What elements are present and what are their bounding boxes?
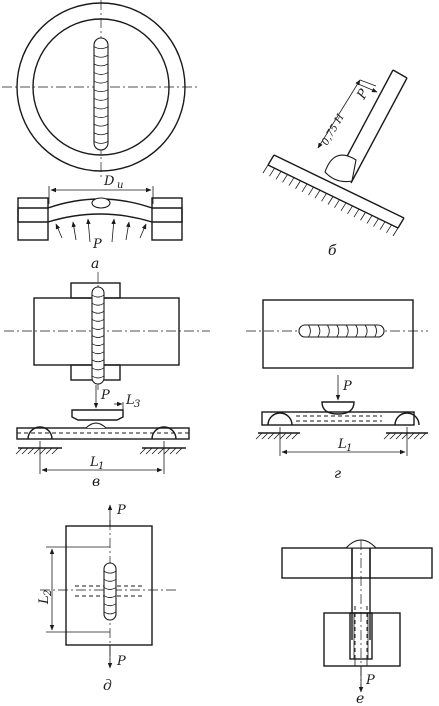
panel-e-bolt-stud: [351, 540, 371, 690]
panel-v-weld-bead: [91, 286, 105, 385]
panel-v-side-view: P L 3 L 1: [15, 385, 190, 474]
panel-d-l2-subscript: 2: [43, 590, 54, 597]
panel-g-side-view: P L 1: [255, 375, 428, 456]
panel-a-force-label: P: [92, 237, 102, 252]
panel-g-weld-bead: [298, 324, 385, 338]
panel-v-caption: в: [92, 474, 100, 490]
panel-v-support-hatching: [15, 447, 183, 455]
panel-d-top-force-label: P: [116, 503, 126, 518]
panel-b-inclined-plate: [262, 154, 405, 237]
panel-b-force-label: P: [354, 87, 372, 103]
panel-a-ring-plan-view: [2, 0, 200, 178]
panel-a-diameter-label: D: [103, 174, 115, 189]
panel-g-plan-view: [246, 299, 428, 369]
panel-v-l3-subscript: 3: [134, 399, 140, 410]
panel-d-weld-bead: [103, 562, 117, 621]
panel-a-section-view: D и P: [17, 174, 183, 252]
panel-g-caption: г: [334, 466, 341, 482]
panel-d: P P L 2 д: [37, 503, 178, 694]
panel-a-weld-bead: [93, 37, 109, 151]
panel-b-dimension: 0,75 H P: [317, 79, 378, 149]
panel-b-tilted-stem: [324, 69, 408, 184]
panel-v: P L 3 L 1 в: [4, 272, 210, 490]
panel-e-bottom-nut: [323, 612, 401, 667]
panel-e-force-label: P: [365, 673, 375, 688]
panel-g: P L 1 г: [246, 299, 428, 482]
panel-v-l3-label: L: [125, 393, 135, 408]
panel-b-distance-label: 0,75 H: [320, 112, 347, 147]
panel-v-plan-view: [4, 272, 210, 392]
panel-e-top-plate: [281, 539, 433, 579]
panel-d-caption: д: [103, 678, 112, 694]
panel-g-support-hatching: [255, 432, 427, 440]
panel-v-l1-subscript: 1: [98, 461, 104, 472]
panel-a: D и P а: [2, 0, 200, 272]
panel-v-l1-label: L: [89, 455, 99, 470]
panel-g-l1-label: L: [337, 437, 347, 452]
panel-v-force-label: P: [100, 388, 110, 403]
panel-b-caption: б: [328, 243, 337, 259]
panel-d-bottom-force-label: P: [116, 654, 126, 669]
panel-g-l1-subscript: 1: [346, 443, 352, 454]
panel-e: P е: [281, 539, 433, 706]
panel-b: 0,75 H P б: [262, 69, 408, 259]
panel-e-caption: е: [356, 691, 364, 706]
panel-a-caption: а: [91, 256, 99, 272]
panel-d-l2-label: L: [37, 595, 52, 605]
panel-g-force-label: P: [342, 379, 352, 394]
panel-b-ground-hatching: [262, 164, 399, 237]
panel-a-diameter-subscript: и: [117, 180, 123, 191]
